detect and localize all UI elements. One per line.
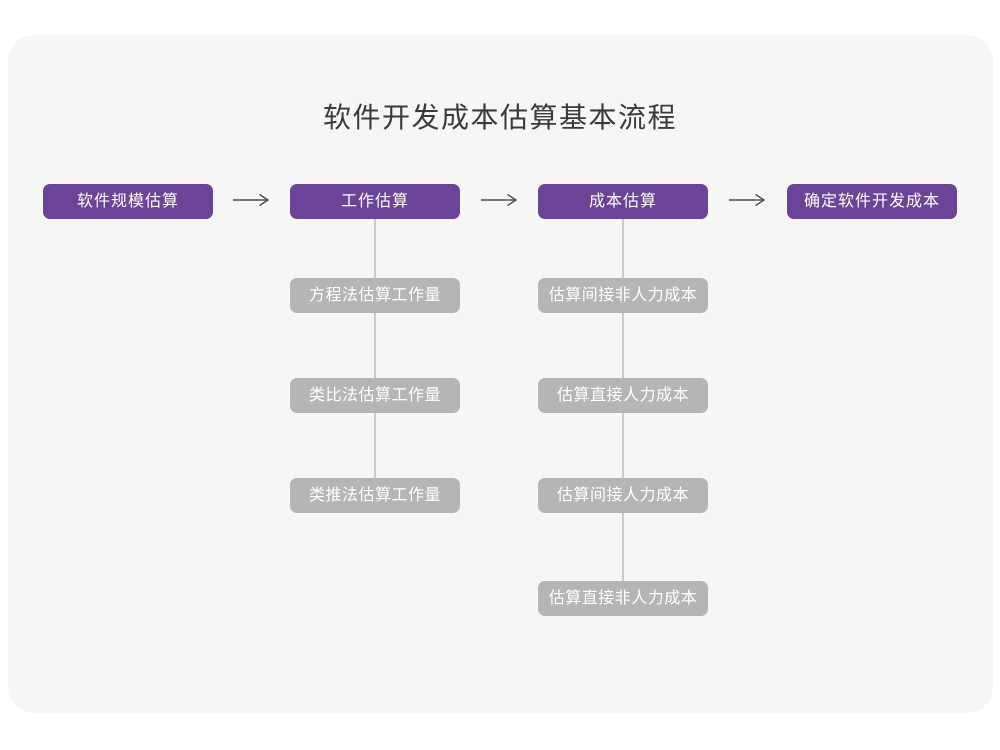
flow-arrow-icon — [479, 192, 519, 208]
sub-step-direct-labor-cost: 估算直接人力成本 — [538, 378, 708, 413]
sub-step-equation-method-workload: 方程法估算工作量 — [290, 278, 460, 313]
connector-line-work-estimation — [374, 219, 376, 496]
diagram-title: 软件开发成本估算基本流程 — [322, 102, 677, 133]
flow-arrow-icon — [727, 192, 767, 208]
flow-node-work-estimation: 工作估算 — [290, 184, 460, 219]
diagram-card — [8, 35, 993, 713]
sub-step-indirect-non-labor-cost: 估算间接非人力成本 — [538, 278, 708, 313]
sub-step-indirect-labor-cost: 估算间接人力成本 — [538, 478, 708, 513]
flow-node-software-scale-estimation: 软件规模估算 — [43, 184, 213, 219]
sub-step-direct-non-labor-cost: 估算直接非人力成本 — [538, 581, 708, 616]
flow-node-determine-development-cost: 确定软件开发成本 — [787, 184, 957, 219]
flow-arrow-icon — [231, 192, 271, 208]
flow-node-cost-estimation: 成本估算 — [538, 184, 708, 219]
sub-step-analogy-method-workload: 类比法估算工作量 — [290, 378, 460, 413]
sub-step-extrapolation-method-workload: 类推法估算工作量 — [290, 478, 460, 513]
